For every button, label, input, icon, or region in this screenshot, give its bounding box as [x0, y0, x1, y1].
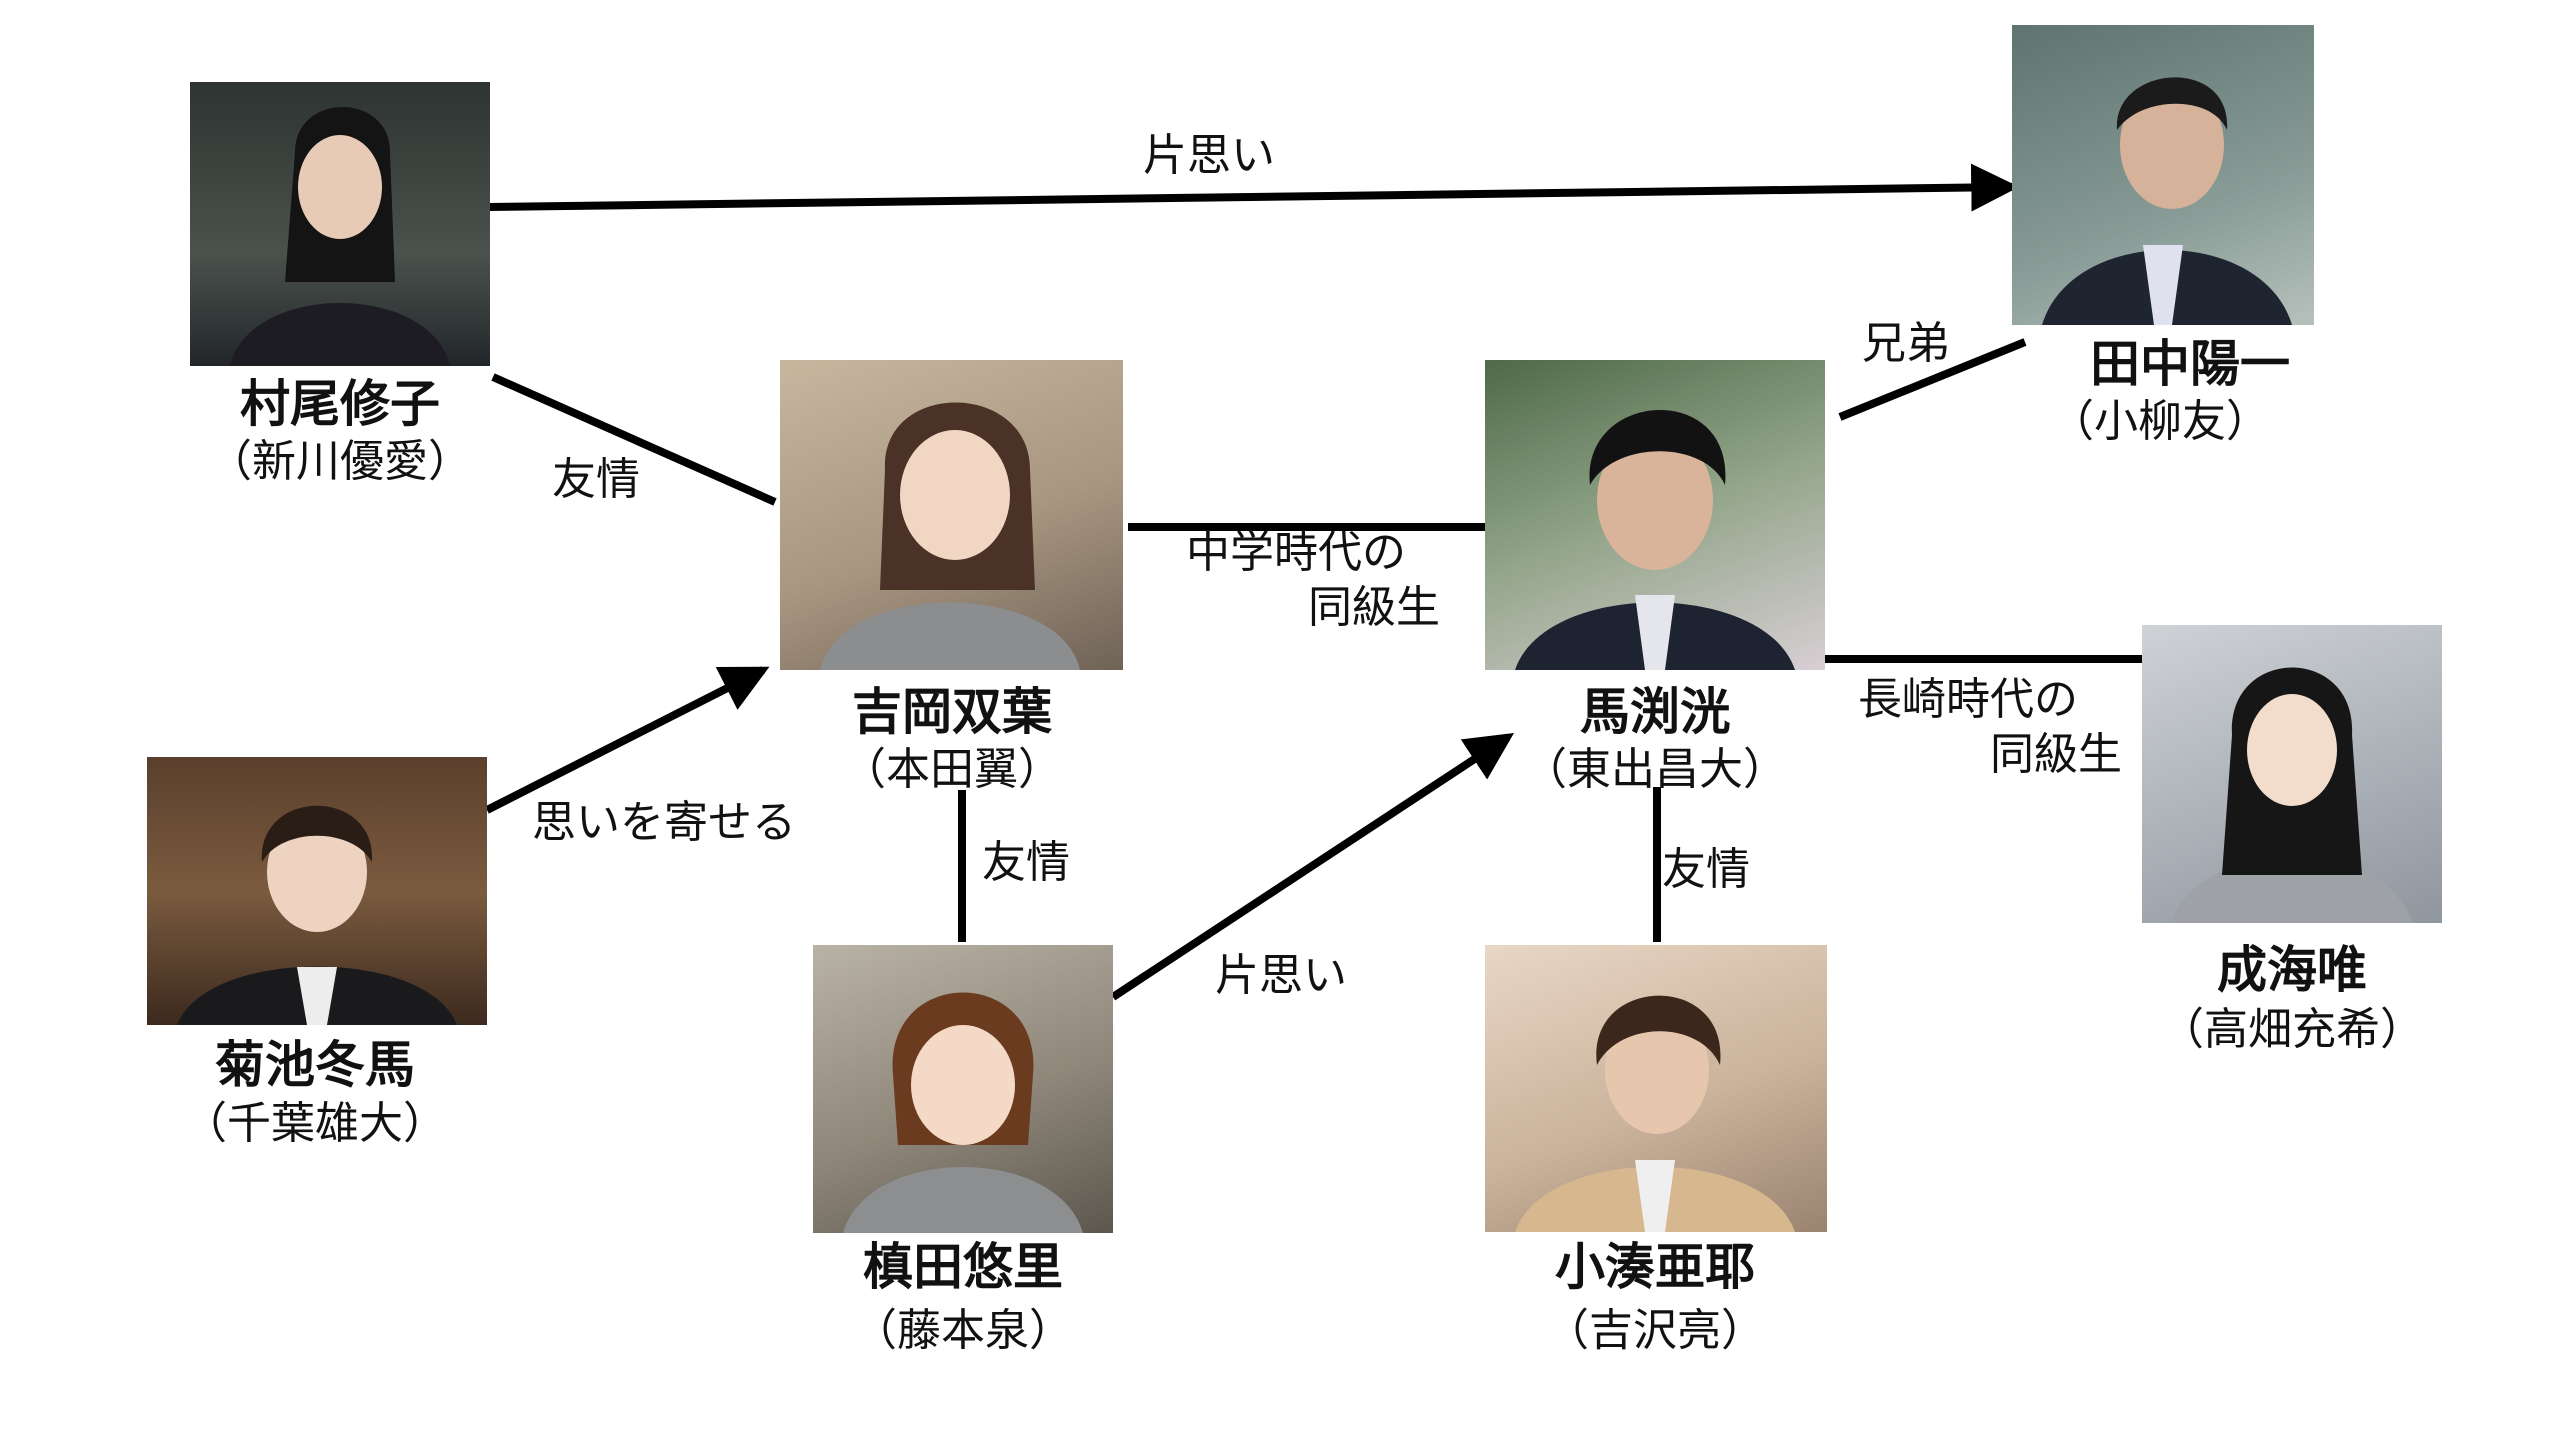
label-yoshioka-mabuchi-line2: 同級生: [1308, 582, 1440, 633]
edge-makita-mabuchi-arrow: [1110, 733, 1515, 1001]
portrait-tanaka: [2012, 25, 2314, 325]
label-yoshioka-mabuchi: 中学時代の 同級生: [1186, 525, 1440, 635]
edge-murao-yoshioka-line: [491, 373, 777, 506]
actor-mabuchi: （東出昌大）: [1523, 744, 1787, 795]
portrait-makita: [813, 945, 1113, 1233]
actor-narumi: （高畑充希）: [2160, 1004, 2424, 1055]
edge-kikuchi-yoshioka-arrow: [485, 666, 770, 814]
portrait-mabuchi: [1485, 360, 1825, 670]
name-murao: 村尾修子: [240, 375, 440, 433]
edge-murao-tanaka-arrow: [489, 163, 2020, 212]
label-kikuchi-yoshioka: 思いを寄せる: [532, 797, 796, 848]
actor-murao: （新川優愛）: [208, 436, 472, 487]
portrait-kominato: [1485, 945, 1827, 1232]
portrait-murao: [190, 82, 490, 366]
label-mabuchi-narumi-line2: 同級生: [1990, 729, 2122, 780]
actor-yoshioka: （本田翼）: [842, 744, 1062, 795]
person-silhouette-icon: [820, 402, 1080, 670]
portrait-yoshioka: [780, 360, 1123, 670]
label-murao-tanaka: 片思い: [1143, 130, 1275, 181]
label-mabuchi-narumi-line1: 長崎時代の: [1858, 674, 2078, 725]
name-yoshioka: 吉岡双葉: [852, 683, 1052, 741]
actor-tanaka: （小柳友）: [2050, 396, 2270, 447]
name-tanaka: 田中陽一: [2090, 335, 2290, 393]
name-kominato: 小湊亜耶: [1555, 1238, 1755, 1296]
label-murao-yoshioka: 友情: [552, 454, 640, 505]
actor-kominato: （吉沢亮）: [1545, 1305, 1765, 1356]
person-silhouette-icon: [2172, 667, 2412, 923]
person-silhouette-icon: [1515, 409, 1795, 670]
label-makita-mabuchi: 片思い: [1215, 950, 1347, 1001]
person-silhouette-icon: [230, 107, 450, 366]
name-makita: 槙田悠里: [863, 1238, 1063, 1296]
person-silhouette-icon: [2042, 77, 2292, 325]
actor-kikuchi: （千葉雄大）: [183, 1098, 447, 1149]
person-silhouette-icon: [843, 992, 1083, 1233]
person-silhouette-icon: [1515, 995, 1795, 1232]
name-narumi: 成海唯: [2217, 941, 2367, 999]
portrait-kikuchi: [147, 757, 487, 1025]
label-mabuchi-kominato: 友情: [1662, 844, 1750, 895]
label-mabuchi-narumi: 長崎時代の 同級生: [1858, 672, 2122, 782]
name-mabuchi: 馬渕洸: [1580, 683, 1730, 741]
label-yoshioka-makita: 友情: [982, 837, 1070, 888]
name-kikuchi: 菊池冬馬: [215, 1036, 415, 1094]
actor-makita: （藤本泉）: [853, 1305, 1073, 1356]
portrait-narumi: [2142, 625, 2442, 923]
label-tanaka-mabuchi: 兄弟: [1862, 318, 1950, 369]
edge-tanaka-mabuchi-line: [1838, 338, 2027, 421]
person-silhouette-icon: [177, 805, 457, 1025]
label-yoshioka-mabuchi-line1: 中学時代の: [1186, 527, 1406, 578]
